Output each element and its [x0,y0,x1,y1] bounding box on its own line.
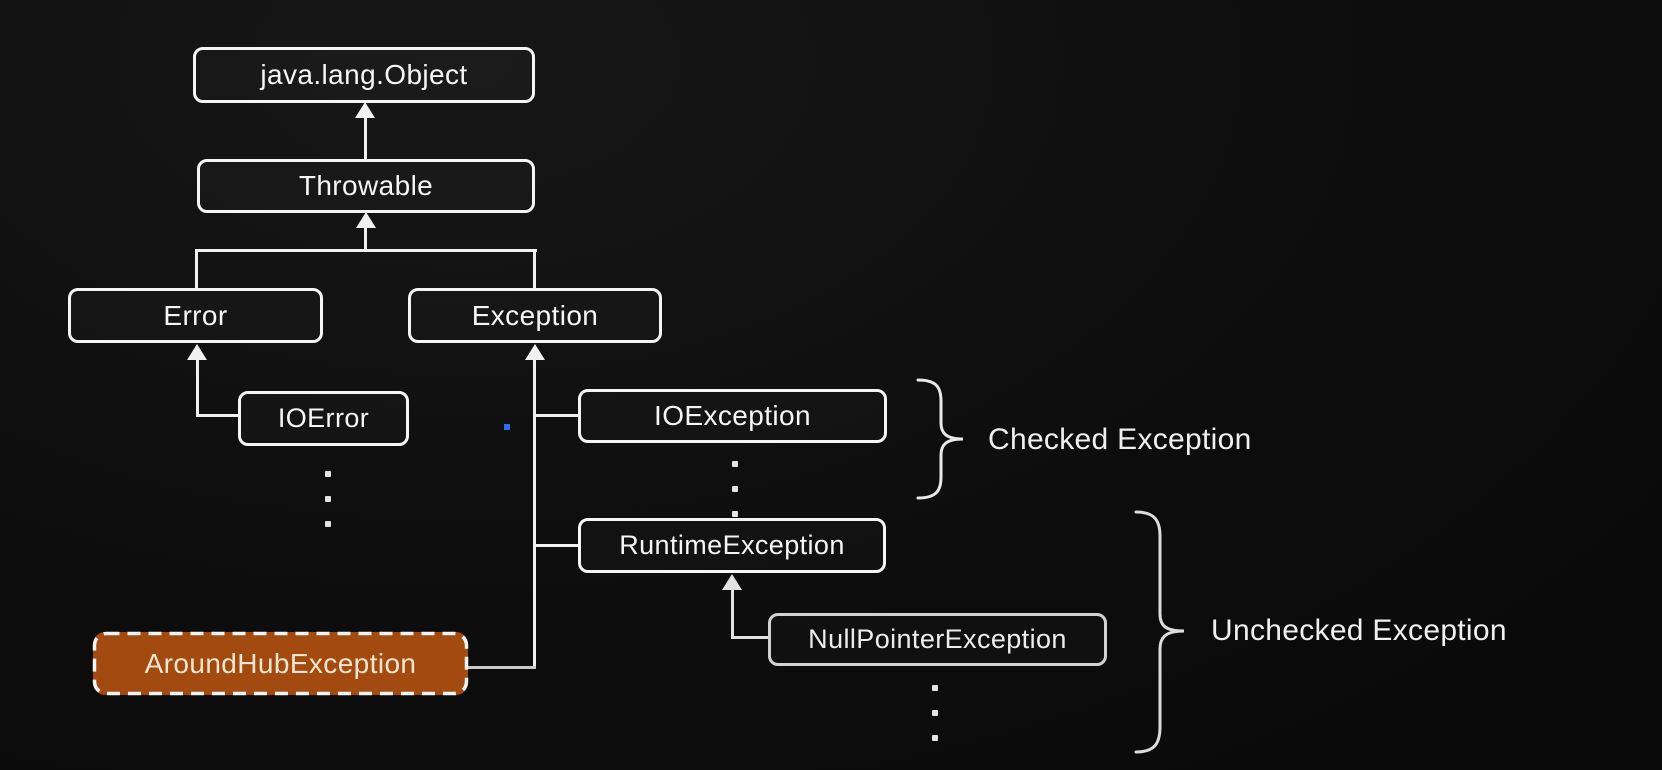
edge-trunk-runtimeexception [536,544,580,547]
node-label: NullPointerException [808,624,1067,654]
arrow-up-icon [525,344,545,360]
edge-ioerror-error-h [196,414,241,417]
node-label: RuntimeException [619,530,845,560]
node-ioerror: IOError [238,391,409,446]
ellipsis-below-ioexception [732,461,738,517]
edge-trunk-aroundhub [466,666,536,669]
checked-exception-brace [916,378,964,500]
node-label: IOException [654,400,811,431]
arrow-up-icon [356,212,376,228]
edge-ioerror-error-v [196,358,199,417]
node-ioexception: IOException [578,389,887,443]
node-label: Error [163,299,228,331]
node-label: Exception [471,299,599,331]
edge-exception-trunk [533,358,536,669]
edge-bar-exception [533,249,536,290]
dot [932,685,938,691]
node-java-lang-object: java.lang.Object [193,47,535,103]
ellipsis-below-npe [932,685,938,741]
edge-horizontal-bar [195,249,537,252]
node-label: IOError [277,403,370,433]
arrow-up-icon [187,344,207,360]
dot [325,521,331,527]
node-nullpointerexception: NullPointerException [768,613,1107,666]
dot [932,735,938,741]
edge-trunk-ioexception [536,414,580,417]
arrow-up-icon [355,102,375,118]
node-throwable: Throwable [197,159,535,213]
dot [932,710,938,716]
edge-throwable-object [364,116,367,161]
unchecked-exception-brace [1134,510,1185,754]
ellipsis-below-ioerror [325,471,331,527]
dot [732,461,738,467]
arrow-up-icon [722,574,742,590]
node-label: java.lang.Object [260,59,468,90]
node-exception: Exception [408,288,662,343]
node-aroundhubexception: AroundHubException [93,632,468,695]
edge-bar-throwable [364,226,367,252]
node-error: Error [68,288,323,343]
blue-cursor-dot [504,424,510,430]
unchecked-exception-label: Unchecked Exception [1211,614,1507,647]
dot [325,496,331,502]
dot [732,511,738,517]
node-runtimeexception: RuntimeException [578,518,886,573]
edge-npe-runtime-h [731,636,771,639]
checked-exception-label: Checked Exception [988,423,1252,456]
edge-npe-runtime-v [731,589,734,639]
dot [325,471,331,477]
edge-bar-error [195,249,198,290]
node-label: AroundHubException [144,647,417,679]
dot [732,486,738,492]
node-label: Throwable [298,170,434,201]
